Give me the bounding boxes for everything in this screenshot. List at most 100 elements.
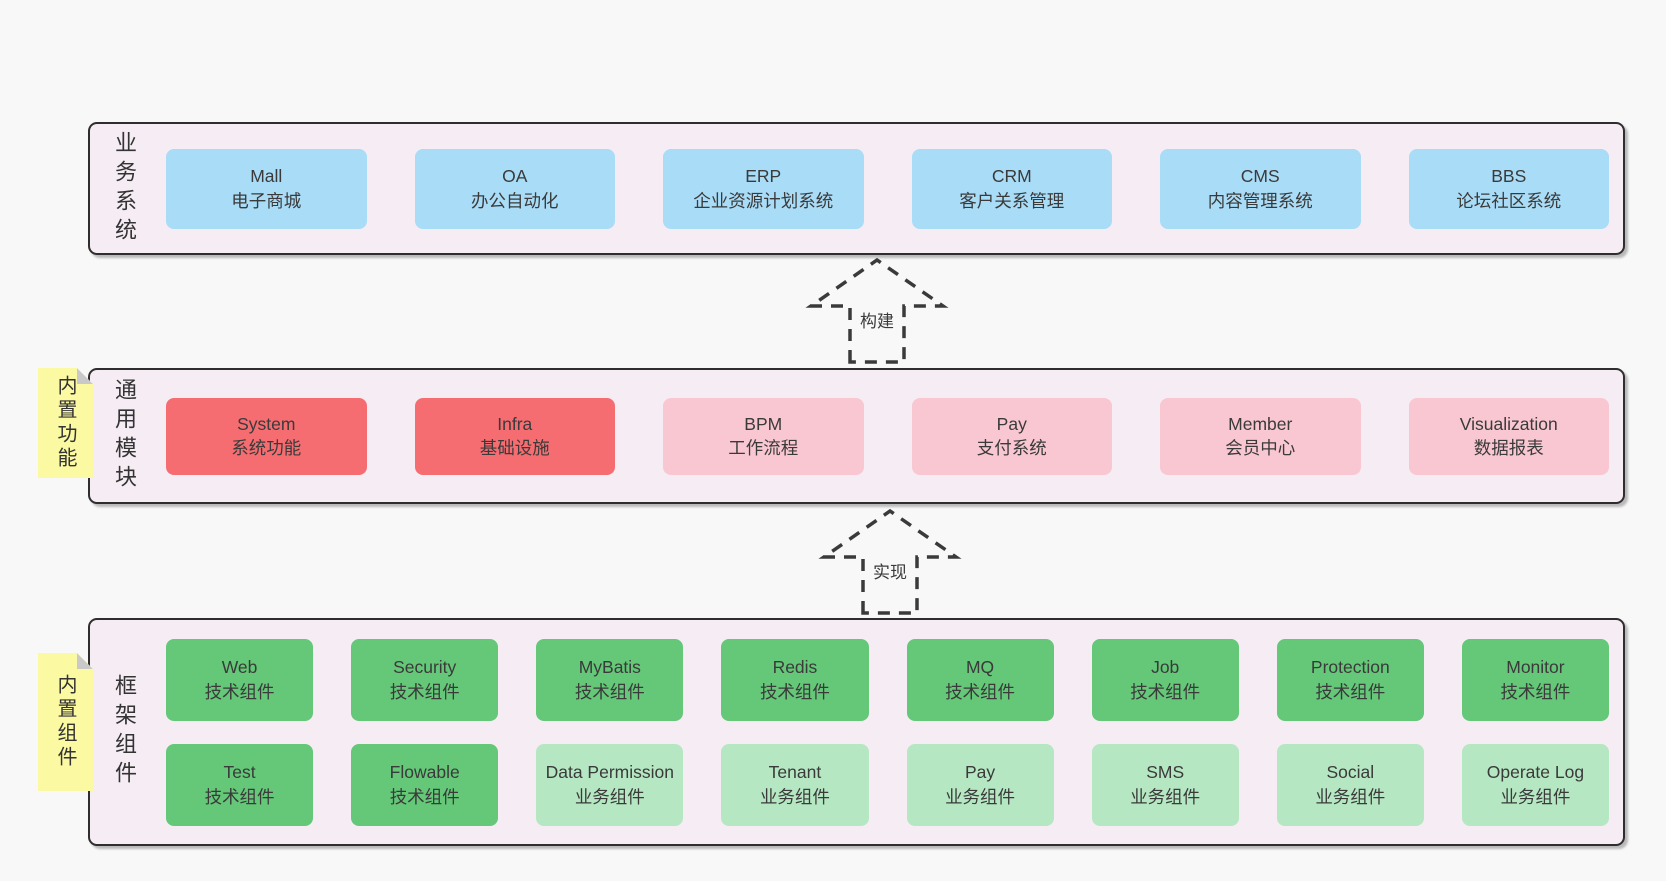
box-subtitle: 系统功能	[231, 438, 302, 458]
box-pay-module: Pay 支付系统	[911, 397, 1112, 475]
layer-framework-components: 框架组件 Web 技术组件 Security 技术组件 MyBatis 技术组件…	[88, 618, 1625, 846]
box-subtitle: 技术组件	[945, 681, 1016, 702]
box-name: Redis	[772, 657, 818, 678]
up-arrow-icon	[818, 508, 962, 615]
arrow-implement: 实现	[808, 507, 972, 619]
business-systems-boxes: Mall 电子商城 OA 办公自动化 ERP 企业资源计划系统 CRM 客户关系…	[140, 148, 1623, 229]
box-subtitle: 技术组件	[1500, 681, 1571, 702]
box-security: Security 技术组件	[351, 638, 499, 721]
box-subtitle: 企业资源计划系统	[693, 190, 834, 211]
box-subtitle: 技术组件	[389, 681, 460, 702]
box-erp: ERP 企业资源计划系统	[663, 148, 864, 229]
sticky-note-label: 内置功能	[54, 375, 76, 471]
arrow-build-label: 构建	[856, 306, 898, 333]
box-subtitle: 工作流程	[728, 438, 799, 458]
box-subtitle: 客户关系管理	[959, 190, 1065, 211]
box-subtitle: 技术组件	[1315, 681, 1386, 702]
box-flowable: Flowable 技术组件	[351, 743, 499, 826]
box-subtitle: 技术组件	[574, 681, 645, 702]
box-subtitle: 内容管理系统	[1207, 190, 1313, 211]
sticky-note-label: 内置组件	[54, 674, 76, 770]
layer-common-modules-label: 通用模块	[112, 378, 137, 494]
up-arrow-icon	[805, 257, 949, 364]
box-system: System 系统功能	[166, 397, 367, 475]
box-name: Pay	[996, 413, 1027, 434]
box-name: CRM	[991, 166, 1032, 187]
box-name: Operate Log	[1486, 762, 1585, 783]
box-bpm: BPM 工作流程	[663, 397, 864, 475]
box-name: Protection	[1310, 657, 1390, 678]
box-subtitle: 技术组件	[1130, 681, 1201, 702]
layer-framework-components-label: 框架组件	[112, 674, 137, 790]
box-name: Member	[1228, 413, 1293, 434]
box-subtitle: 业务组件	[1130, 786, 1201, 807]
box-subtitle: 业务组件	[759, 786, 830, 807]
box-oa: OA 办公自动化	[414, 148, 615, 229]
box-protection: Protection 技术组件	[1276, 638, 1424, 721]
arrow-implement-label: 实现	[869, 557, 911, 584]
sticky-note-builtin-components: 内置组件	[38, 653, 93, 791]
layer-business-systems: 业务系统 Mall 电子商城 OA 办公自动化 ERP 企业资源计划系统 CRM…	[88, 122, 1625, 255]
sticky-note-builtin-features: 内置功能	[38, 368, 93, 478]
box-subtitle: 数据报表	[1473, 438, 1544, 458]
box-name: Job	[1151, 657, 1180, 678]
box-name: Test	[223, 762, 256, 783]
box-operate-log: Operate Log 业务组件	[1461, 743, 1609, 826]
box-subtitle: 业务组件	[1500, 786, 1571, 807]
box-subtitle: 技术组件	[759, 681, 830, 702]
box-name: Flowable	[389, 762, 460, 783]
box-tenant: Tenant 业务组件	[721, 743, 869, 826]
box-name: Visualization	[1459, 413, 1558, 434]
box-name: BBS	[1491, 166, 1527, 187]
box-visualization: Visualization 数据报表	[1408, 397, 1609, 475]
framework-components-grid: Web 技术组件 Security 技术组件 MyBatis 技术组件 Redi…	[140, 638, 1623, 826]
box-sms: SMS 业务组件	[1091, 743, 1239, 826]
box-job: Job 技术组件	[1091, 638, 1239, 721]
box-data-permission: Data Permission 业务组件	[536, 743, 684, 826]
box-name: Security	[393, 657, 457, 678]
box-redis: Redis 技术组件	[721, 638, 869, 721]
box-name: ERP	[745, 166, 782, 187]
box-member: Member 会员中心	[1160, 397, 1361, 475]
box-test: Test 技术组件	[166, 743, 314, 826]
box-subtitle: 技术组件	[204, 786, 275, 807]
box-subtitle: 会员中心	[1225, 438, 1296, 458]
box-name: Monitor	[1506, 657, 1565, 678]
box-name: CMS	[1240, 166, 1280, 187]
box-subtitle: 业务组件	[1315, 786, 1386, 807]
box-subtitle: 基础设施	[479, 438, 550, 458]
box-subtitle: 支付系统	[976, 438, 1047, 458]
box-name: SMS	[1146, 762, 1185, 783]
box-monitor: Monitor 技术组件	[1461, 638, 1609, 721]
common-modules-boxes: System 系统功能 Infra 基础设施 BPM 工作流程 Pay 支付系统…	[140, 397, 1623, 475]
box-name: BPM	[744, 413, 783, 434]
box-mall: Mall 电子商城	[166, 148, 367, 229]
box-crm: CRM 客户关系管理	[911, 148, 1112, 229]
box-subtitle: 业务组件	[574, 786, 645, 807]
box-subtitle: 技术组件	[389, 786, 460, 807]
arrow-build: 构建	[795, 256, 959, 368]
box-subtitle: 技术组件	[204, 681, 275, 702]
box-name: OA	[502, 166, 528, 187]
layer-common-modules: 通用模块 System 系统功能 Infra 基础设施 BPM 工作流程 Pay…	[88, 368, 1625, 504]
box-mybatis: MyBatis 技术组件	[536, 638, 684, 721]
box-name: MQ	[965, 657, 995, 678]
layer-business-systems-label: 业务系统	[112, 130, 137, 247]
box-name: Infra	[497, 413, 533, 434]
box-name: Social	[1326, 762, 1375, 783]
box-infra: Infra 基础设施	[414, 397, 615, 475]
box-mq: MQ 技术组件	[906, 638, 1054, 721]
box-bbs: BBS 论坛社区系统	[1408, 148, 1609, 229]
box-name: Mall	[250, 166, 283, 187]
box-name: Tenant	[768, 762, 822, 783]
box-pay-component: Pay 业务组件	[906, 743, 1054, 826]
box-subtitle: 电子商城	[231, 190, 302, 211]
box-web: Web 技术组件	[166, 638, 314, 721]
box-name: Web	[221, 657, 258, 678]
box-subtitle: 办公自动化	[471, 190, 559, 211]
box-subtitle: 业务组件	[945, 786, 1016, 807]
box-name: System	[237, 413, 296, 434]
box-name: MyBatis	[578, 657, 641, 678]
box-cms: CMS 内容管理系统	[1160, 148, 1361, 229]
box-subtitle: 论坛社区系统	[1456, 190, 1562, 211]
